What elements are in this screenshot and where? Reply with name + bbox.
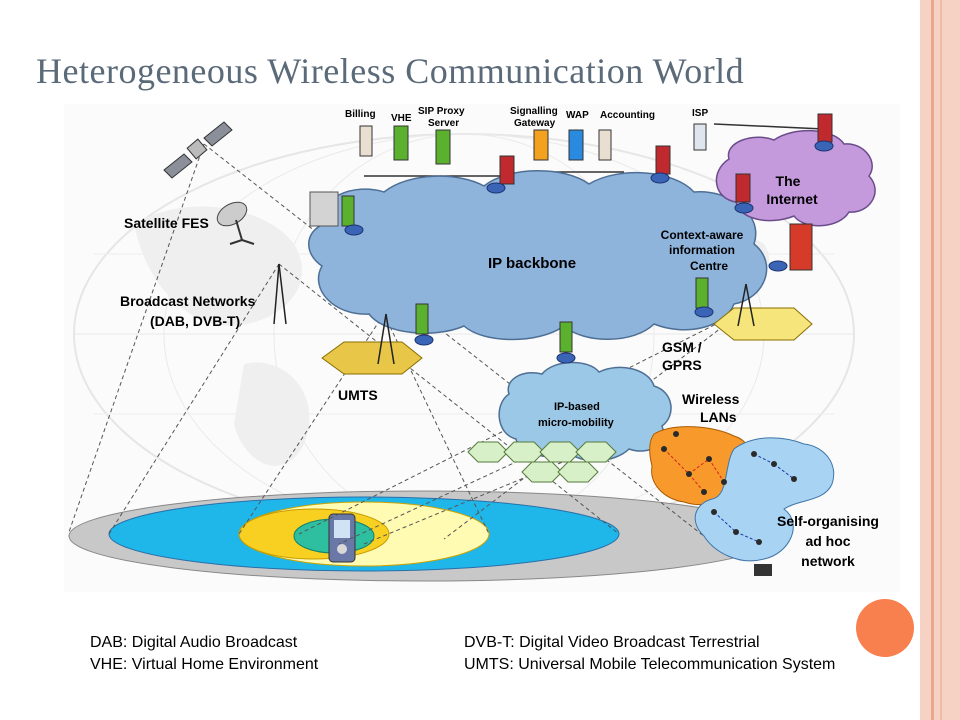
- mobile-node-icons: [661, 431, 797, 545]
- adhoc-region: [694, 437, 835, 562]
- legend-right: DVB-T: Digital Video Broadcast Terrestri…: [464, 632, 835, 676]
- broadcast-label-2: (DAB, DVB-T): [150, 313, 240, 329]
- gsm-label-2: GPRS: [662, 357, 702, 373]
- continent-shape: [234, 362, 310, 466]
- internet-label-1: The: [776, 173, 801, 189]
- ip-backbone-cloud: [308, 170, 768, 341]
- server-icons: [341, 123, 709, 353]
- sip-proxy-label: SIP Proxy: [418, 106, 465, 117]
- accent-circle: [856, 599, 914, 657]
- signalling-label: Signalling: [510, 106, 558, 117]
- ip-backbone-label: IP backbone: [488, 255, 576, 272]
- laptop-icon: [754, 564, 772, 576]
- base-station-icon: [309, 191, 339, 227]
- wap-label: WAP: [566, 110, 589, 121]
- router-icons: [344, 140, 834, 364]
- satellite-fes-label: Satellite FES: [124, 215, 209, 231]
- vhe-label: VHE: [391, 113, 412, 124]
- wlan-label-2: LANs: [700, 409, 737, 425]
- adhoc-label-1: Self-organising: [777, 513, 879, 529]
- network-diagram: Billing VHE SIP Proxy Server Signalling …: [64, 104, 900, 592]
- context-aware-label-1: Context-aware: [661, 228, 744, 242]
- micro-mobility-label-1: IP-based: [554, 401, 600, 413]
- legend-umts: UMTS: Universal Mobile Telecommunication…: [464, 656, 836, 673]
- internet-label-2: Internet: [766, 191, 818, 207]
- adhoc-label-2: ad hoc: [805, 533, 850, 549]
- adhoc-links: [713, 453, 795, 543]
- legend-left: DAB: Digital Audio Broadcast VHE: Virtua…: [90, 632, 318, 676]
- wlan-label-1: Wireless: [682, 391, 740, 407]
- continent-shape: [134, 206, 303, 326]
- context-aware-label-2: information: [669, 243, 735, 257]
- server-label: Server: [428, 118, 459, 129]
- billing-label: Billing: [345, 109, 376, 120]
- right-border-line: [931, 0, 934, 720]
- right-border-line: [940, 0, 942, 720]
- page-title: Heterogeneous Wireless Communication Wor…: [36, 51, 745, 91]
- adhoc-label-3: network: [801, 553, 855, 569]
- satellite-icon: [163, 121, 233, 179]
- gsm-hexagon: [713, 307, 813, 341]
- legend-dab: DAB: Digital Audio Broadcast: [90, 634, 298, 651]
- mobile-phone-icon: [328, 513, 356, 563]
- micro-mobility-cells: [467, 441, 617, 483]
- broadcast-label-1: Broadcast Networks: [120, 293, 256, 309]
- antenna-tower-icon: [737, 283, 755, 327]
- satellite-dish-icon: [216, 201, 255, 245]
- micro-mobility-label-2: micro-mobility: [538, 417, 615, 429]
- umts-hexagon: [321, 341, 423, 375]
- accounting-label: Accounting: [600, 110, 655, 121]
- legend-dvbt: DVB-T: Digital Video Broadcast Terrestri…: [464, 634, 760, 651]
- context-aware-label-3: Centre: [690, 259, 728, 273]
- firewall-icons: [499, 113, 833, 271]
- wlan-links: [663, 448, 725, 493]
- umts-label: UMTS: [338, 387, 378, 403]
- gsm-label-1: GSM /: [662, 339, 702, 355]
- gateway-label: Gateway: [514, 118, 556, 129]
- antenna-tower-icon: [273, 263, 287, 325]
- legend-vhe: VHE: Virtual Home Environment: [90, 656, 319, 673]
- isp-label: ISP: [692, 108, 708, 119]
- antenna-tower-icon: [377, 313, 395, 365]
